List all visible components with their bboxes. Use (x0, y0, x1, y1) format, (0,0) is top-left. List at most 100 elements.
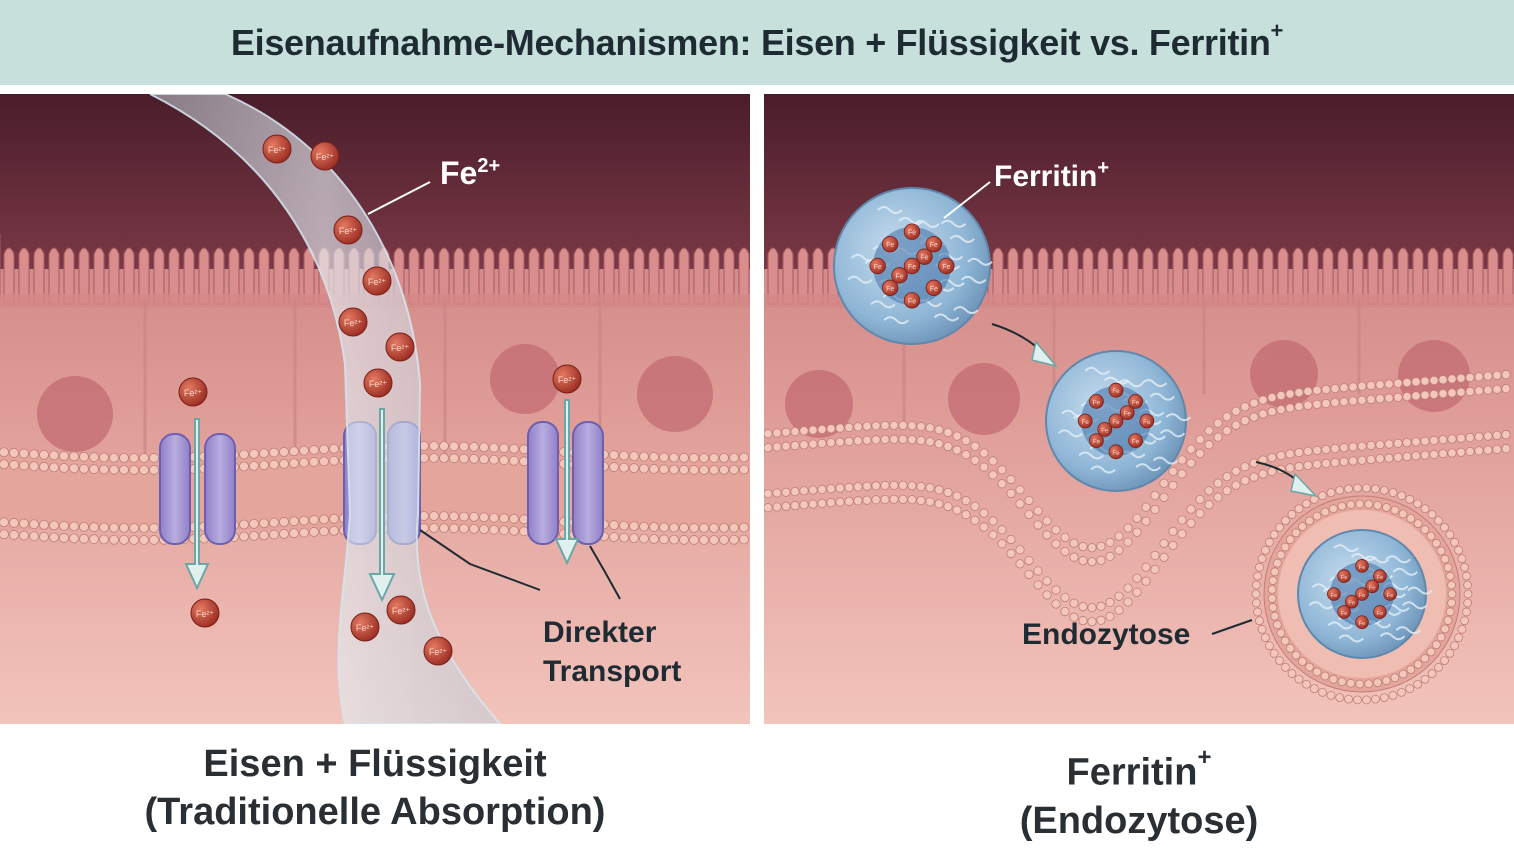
caption-left-line2: (Traditionelle Absorption) (144, 791, 606, 833)
microvillus (108, 247, 120, 305)
page-title: Eisenaufnahme-Mechanismen: Eisen + Flüss… (231, 18, 1283, 64)
microvillus (288, 247, 300, 305)
microvillus (723, 247, 735, 305)
microvillus (1412, 247, 1424, 305)
fe-particle (1119, 405, 1135, 421)
microvillus (3, 247, 15, 305)
microvillus (1292, 247, 1304, 305)
microvillus (438, 247, 450, 305)
arrow-heads (1031, 340, 1319, 498)
microvillus (1172, 247, 1184, 305)
label-direct-transport-line2: Transport (543, 655, 681, 688)
svg-text:Fe: Fe (1341, 575, 1348, 581)
svg-text:Fe: Fe (1101, 427, 1109, 434)
svg-text:Fe: Fe (1132, 439, 1140, 446)
svg-text:Fe: Fe (930, 286, 938, 293)
svg-text:Fe: Fe (1369, 585, 1376, 591)
microvillus (78, 247, 90, 305)
svg-text:Fe: Fe (920, 255, 928, 262)
svg-text:Fe: Fe (1377, 575, 1384, 581)
svg-text:Fe: Fe (1112, 419, 1120, 426)
fe-particle (916, 248, 933, 265)
caption-right-line2: (Endozytose) (1019, 799, 1259, 842)
microvillus (992, 247, 1004, 305)
svg-text:Fe²⁺: Fe²⁺ (196, 609, 215, 619)
microvillus (1232, 247, 1244, 305)
microvillus (1337, 247, 1349, 305)
fe-particle (1088, 393, 1104, 409)
microvillus (1097, 247, 1109, 305)
svg-text:Fe: Fe (886, 242, 894, 249)
fe-particle: Fe²⁺ (363, 368, 393, 398)
fe-particle (1365, 579, 1380, 594)
fe-particle: Fe²⁺ (362, 266, 392, 296)
microvillus (663, 247, 675, 305)
svg-text:Fe: Fe (1082, 419, 1090, 426)
microvillus (168, 247, 180, 305)
microvillus (498, 247, 510, 305)
microvillus (1322, 247, 1334, 305)
fe-particle (1108, 444, 1124, 460)
microvillus (543, 247, 555, 305)
svg-text:Fe²⁺: Fe²⁺ (316, 152, 335, 162)
microvillus (1067, 247, 1079, 305)
fe-particle (1128, 433, 1144, 449)
svg-text:Fe²⁺: Fe²⁺ (356, 623, 375, 633)
microvillus (213, 247, 225, 305)
microvillus (48, 247, 60, 305)
microvillus (1142, 247, 1154, 305)
microvillus (782, 247, 794, 305)
svg-text:Fe: Fe (908, 230, 916, 237)
microvillus (558, 247, 570, 305)
left-diagram: Fe²⁺ Fe²⁺ Fe²⁺ Fe²⁺ Fe²⁺ Fe²⁺ Fe²⁺ Fe²⁺ … (0, 94, 750, 724)
microvillus (1457, 247, 1469, 305)
svg-text:Fe: Fe (1143, 419, 1151, 426)
fe-particle (1337, 569, 1351, 583)
microvillus (738, 247, 750, 305)
microvillus (483, 247, 495, 305)
microvillus (708, 247, 720, 305)
label-endocytosis: Endozytose (1022, 618, 1190, 651)
fe-particle (1108, 413, 1124, 429)
microvillus (812, 247, 824, 305)
microvillus (138, 247, 150, 305)
fe-particle (925, 279, 943, 297)
svg-text:Fe: Fe (895, 273, 903, 280)
microvilli-row (764, 247, 1514, 308)
microvillus (1262, 247, 1274, 305)
transport-arrows (184, 399, 580, 603)
fe-particle (891, 267, 908, 284)
microvillus (453, 247, 465, 305)
microvillus (1472, 247, 1484, 305)
microvillus (1007, 247, 1019, 305)
caption-left: Eisen + Flüssigkeit (Traditionelle Absor… (0, 740, 750, 836)
fe-particle: Fe²⁺ (310, 141, 340, 171)
microvillus (1442, 247, 1454, 305)
microvillus (1217, 247, 1229, 305)
svg-text:Fe²⁺: Fe²⁺ (369, 379, 388, 389)
microvillus (513, 247, 525, 305)
caption-right-sup: + (1197, 744, 1212, 771)
svg-text:Fe²⁺: Fe²⁺ (339, 226, 358, 236)
microvillus (93, 247, 105, 305)
microvillus (1247, 247, 1259, 305)
iron-particles: Fe²⁺ Fe²⁺ Fe²⁺ Fe²⁺ Fe²⁺ Fe²⁺ Fe²⁺ Fe²⁺ … (178, 134, 582, 666)
microvillus (423, 247, 435, 305)
fe-particle (881, 279, 899, 297)
microvillus (18, 247, 30, 305)
svg-text:Fe: Fe (874, 264, 882, 271)
fe-particle: Fe²⁺ (333, 215, 363, 245)
microvillus (1157, 247, 1169, 305)
microvillus (468, 247, 480, 305)
microvillus (1112, 247, 1124, 305)
label-direct-transport-line1: Direkter (543, 616, 657, 649)
fe-particle (1355, 587, 1369, 601)
microvillus (633, 247, 645, 305)
microvillus (1202, 247, 1214, 305)
microvillus (573, 247, 585, 305)
label-ferritin: Ferritin+ (994, 157, 1109, 193)
microvillus (1352, 247, 1364, 305)
fe-particle (1088, 433, 1104, 449)
